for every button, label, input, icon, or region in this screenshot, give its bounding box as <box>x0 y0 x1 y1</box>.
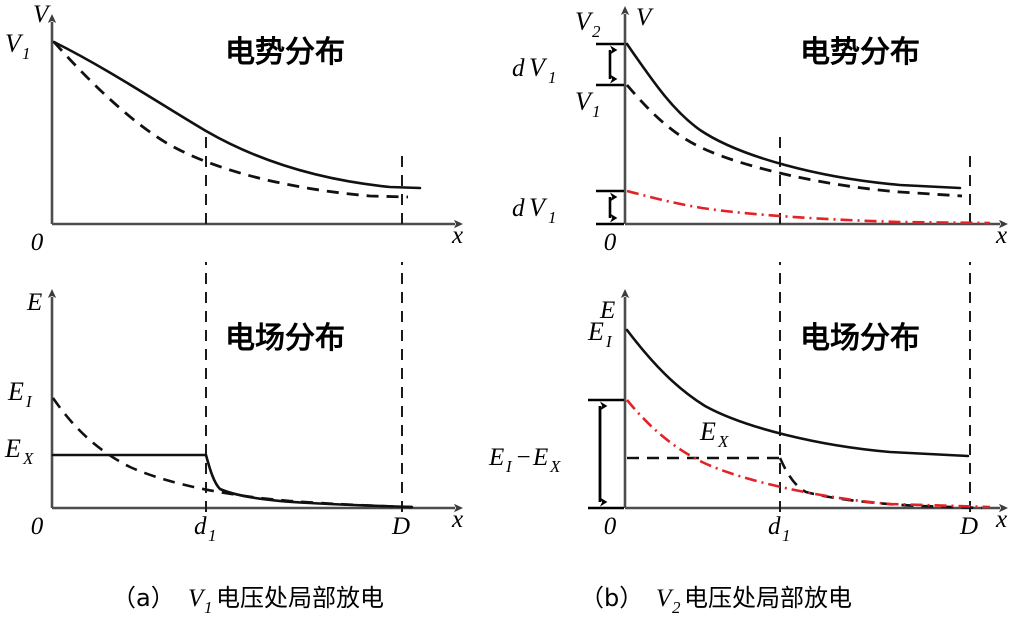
eiex-a-symbol: E <box>488 444 504 471</box>
xtick-label-d1-b: d 1 <box>768 513 791 545</box>
y-axis-label-b-field: E <box>599 297 615 324</box>
curve-dashed-field-a <box>51 397 413 509</box>
x-axis-label-b-field: x <box>995 506 1007 533</box>
curve-dashed-potential-a <box>52 41 409 199</box>
value-label-v2-b: V 2 <box>575 7 601 41</box>
xtick-label-D-a: D <box>391 513 410 540</box>
value-label-ex-b: E X <box>699 417 729 451</box>
eiex-operator: − <box>515 444 532 471</box>
caption-left-prefix: （a） <box>112 584 175 612</box>
curve-solid-potential-b <box>625 42 962 190</box>
x-axis-label-a-potential: x <box>451 222 463 249</box>
curve-dashed-potential-b <box>625 84 963 198</box>
ei-subscript: I <box>25 392 33 411</box>
xtick-label-d1-a: d 1 <box>194 513 217 545</box>
x-axis-label-a-field: x <box>451 506 463 533</box>
ei-subscript: I <box>605 332 613 351</box>
dv1-prefix: d <box>512 195 525 222</box>
ei-symbol: E <box>7 377 24 406</box>
panel-title-a-potential: 电势分布 <box>225 35 345 70</box>
panel-a-field: E x 0 E I E X d 1 D 电场分布 <box>4 262 463 545</box>
v1-subscript: 1 <box>592 102 601 121</box>
origin-label-a-potential: 0 <box>31 229 44 256</box>
y-axis-label-a-potential: V <box>33 1 51 28</box>
caption-right-subscript: 2 <box>672 598 681 617</box>
dv1-subscript: 1 <box>548 208 557 227</box>
caption-right-text: 电压处局部放电 <box>684 584 852 612</box>
label-ei-minus-ex: E I − E X <box>488 444 561 476</box>
d1-subscript: 1 <box>782 526 791 545</box>
value-label-ex-a: E X <box>4 434 34 468</box>
panel-a-potential: V x 0 V 1 电势分布 <box>5 1 463 256</box>
dv1-subscript: 1 <box>548 68 557 87</box>
panel-title-b-potential: 电势分布 <box>800 35 920 70</box>
caption-left-text: 电压处局部放电 <box>216 584 384 612</box>
d1-symbol: d <box>768 513 781 540</box>
dv1-prefix: d <box>512 55 525 82</box>
panel-b-field: E x 0 E I E I − E X E X d 1 D 电场分布 <box>488 262 1008 545</box>
label-dv1-upper: d V 1 <box>512 53 557 87</box>
caption-left: （a） V 1 电压处局部放电 <box>112 584 384 617</box>
v1-symbol: V <box>575 87 594 116</box>
d1-symbol: d <box>194 513 207 540</box>
d1-subscript: 1 <box>208 526 217 545</box>
v1-subscript: 1 <box>22 44 31 63</box>
curve-dashed-field-b <box>778 457 983 510</box>
ex-subscript: X <box>22 449 34 468</box>
dv1-symbol: V <box>529 53 548 82</box>
caption-right-prefix: （b） <box>580 584 643 612</box>
v2-symbol: V <box>575 7 594 36</box>
curve-solid-potential-a <box>52 40 422 190</box>
ex-symbol: E <box>699 417 716 446</box>
caption-right: （b） V 2 电压处局部放电 <box>580 584 852 617</box>
label-dv1-lower: d V 1 <box>512 193 557 227</box>
x-axis-label-b-potential: x <box>995 222 1007 249</box>
ex-symbol: E <box>4 434 21 463</box>
eiex-b-symbol: E <box>532 444 548 471</box>
panel-title-b-field: 电场分布 <box>800 321 920 356</box>
caption-left-subscript: 1 <box>204 598 213 617</box>
origin-label-b-potential: 0 <box>604 229 617 256</box>
caption-right-symbol: V <box>656 585 674 612</box>
value-label-ei-a: E I <box>7 377 33 411</box>
value-label-ei-b: E I <box>587 317 613 351</box>
origin-label-a-field: 0 <box>31 513 44 540</box>
curve-red-delta-potential-b <box>626 189 991 225</box>
eiex-b-subscript: X <box>549 457 561 476</box>
curve-solid-field-a <box>51 453 414 509</box>
ei-symbol: E <box>587 317 604 346</box>
ex-subscript: X <box>717 432 729 451</box>
curve-red-delta-field-b <box>625 399 991 509</box>
v2-subscript: 2 <box>592 22 601 41</box>
dv1-symbol: V <box>529 193 548 222</box>
curve-solid-field-b <box>625 328 970 458</box>
value-label-v1-a: V 1 <box>5 29 31 63</box>
panel-title-a-field: 电场分布 <box>225 321 345 356</box>
y-axis-label-b-potential: V <box>636 4 654 31</box>
eiex-a-subscript: I <box>505 457 513 476</box>
xtick-label-D-b: D <box>959 513 978 540</box>
value-label-v1-b: V 1 <box>575 87 601 121</box>
y-axis-label-a-field: E <box>26 289 42 316</box>
origin-label-b-field: 0 <box>604 513 617 540</box>
v1-symbol: V <box>5 29 24 58</box>
panel-b-potential: V x 0 V 2 V 1 d V 1 d V 1 电势分布 <box>512 4 1008 256</box>
caption-left-symbol: V <box>188 585 206 612</box>
